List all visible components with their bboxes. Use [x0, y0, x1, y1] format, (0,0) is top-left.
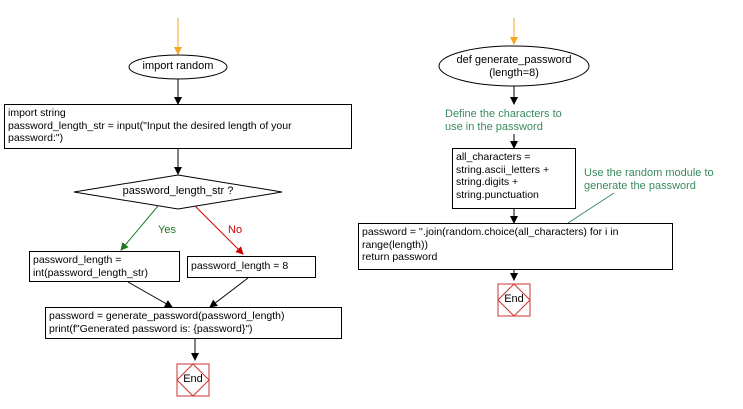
end-label: End — [183, 373, 203, 385]
process-line: all_characters = — [456, 151, 531, 163]
comment-line: use in the password — [445, 121, 543, 133]
process-line: password = ''.join(random.choice(all_cha… — [362, 226, 619, 238]
comment-line: Use the random module to — [584, 167, 714, 179]
process-line: string.ascii_letters + — [456, 163, 550, 176]
connector — [209, 277, 249, 308]
process-box-generate: password = generate_password(password_le… — [45, 307, 342, 339]
process-line: return password — [362, 251, 438, 263]
no-label: No — [228, 224, 243, 236]
start-terminal-label: import random — [142, 60, 214, 72]
comment-line: generate the password — [584, 180, 696, 192]
process-line: password_length = — [33, 254, 122, 266]
comment-random-module: Use the random module to generate the pa… — [584, 167, 714, 193]
comment-line: Define the characters to — [445, 108, 562, 120]
process-box-join: password = ''.join(random.choice(all_cha… — [358, 223, 673, 270]
connector — [127, 281, 173, 308]
end-terminal-diamond — [497, 283, 531, 317]
end-label: End — [504, 293, 524, 305]
process-line: int(password_length_str) — [33, 266, 148, 279]
process-box-imports: import string password_length_str = inpu… — [4, 104, 352, 149]
process-box-no: password_length = 8 — [187, 256, 316, 278]
process-line: password:") — [8, 132, 64, 144]
function-start-line: (length=8) — [489, 67, 539, 79]
no-connector — [194, 205, 244, 255]
process-box-all-characters: all_characters = string.ascii_letters + … — [452, 148, 576, 209]
yes-label: Yes — [158, 224, 176, 236]
end-terminal-diamond — [176, 363, 210, 397]
comment-define-characters: Define the characters to use in the pass… — [445, 108, 562, 134]
process-line: password_length_str = input("Input the d… — [8, 119, 292, 132]
process-box-yes: password_length = int(password_length_st… — [29, 251, 180, 282]
yes-connector — [120, 205, 159, 251]
process-line: range(length)) — [362, 238, 428, 251]
process-line: string.punctuation — [456, 188, 539, 201]
process-line: import string — [8, 107, 66, 119]
process-line: password = generate_password(password_le… — [49, 310, 285, 322]
process-line: string.digits + — [456, 176, 519, 188]
function-start-line: def generate_password — [456, 54, 572, 66]
function-start-label: def generate_password (length=8) — [439, 54, 589, 80]
decision-label: password_length_str ? — [122, 185, 234, 197]
process-line: password_length = 8 — [191, 260, 289, 272]
decision-diamond — [73, 174, 283, 210]
process-line: print(f"Generated password is: {password… — [49, 322, 253, 335]
comment-leader — [567, 192, 615, 224]
